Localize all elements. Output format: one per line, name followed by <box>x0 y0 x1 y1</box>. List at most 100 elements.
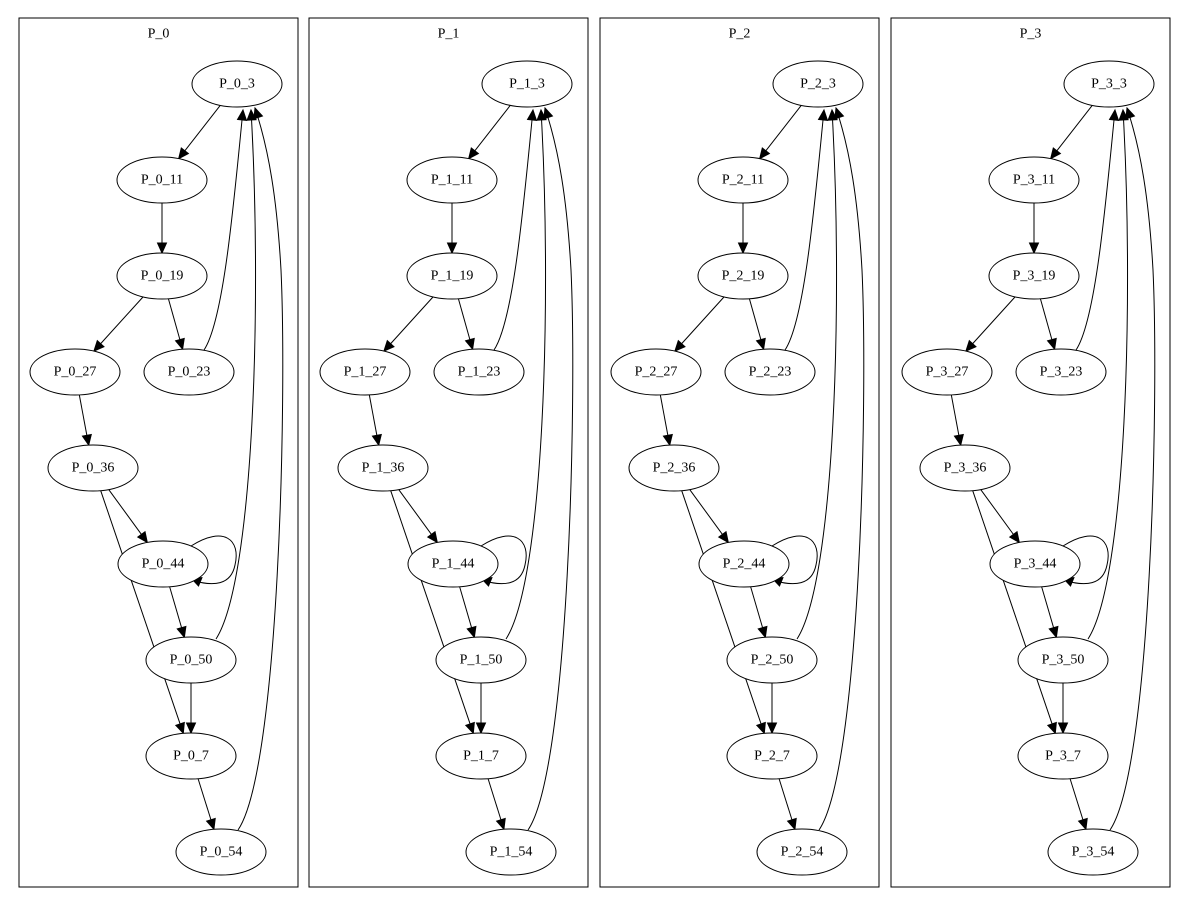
graph-node: P_1_50 <box>435 636 527 684</box>
node-ellipse <box>988 252 1080 300</box>
edge-arrowhead <box>834 106 845 120</box>
node-label: P_1_3 <box>509 77 545 92</box>
cluster-title: P_3 <box>1020 27 1042 42</box>
graph-node: P_1_54 <box>465 828 557 876</box>
edge <box>1075 108 1120 351</box>
edge-line <box>203 109 244 351</box>
node-label: P_2_50 <box>751 653 794 668</box>
edge-arrowhead <box>156 242 168 255</box>
node-ellipse <box>726 636 818 684</box>
edge <box>467 105 511 160</box>
graph-node: P_0_7 <box>145 732 237 780</box>
graph-node: P_1_44 <box>407 540 499 588</box>
node-label: P_0_27 <box>54 365 97 380</box>
node-ellipse <box>407 540 499 588</box>
edge-arrowhead <box>495 817 506 831</box>
node-label: P_1_44 <box>432 557 475 572</box>
graph-node: P_2_3 <box>772 60 864 108</box>
node-ellipse <box>1017 732 1109 780</box>
graph-node: P_2_36 <box>628 444 720 492</box>
edge-arrowhead <box>464 721 475 735</box>
node-label: P_2_54 <box>781 845 824 860</box>
cluster-title: P_1 <box>438 27 460 42</box>
graph-node: P_2_11 <box>697 156 789 204</box>
node-label: P_0_11 <box>141 173 183 188</box>
node-ellipse <box>465 828 557 876</box>
edge-arrowhead <box>1046 337 1057 351</box>
graph-node: P_3_44 <box>989 540 1081 588</box>
node-ellipse <box>1047 828 1139 876</box>
edge <box>1069 778 1088 831</box>
node-label: P_2_3 <box>800 77 836 92</box>
edge <box>758 105 802 160</box>
node-label: P_2_7 <box>754 749 790 764</box>
edge-line <box>398 489 438 543</box>
edge <box>1041 586 1059 639</box>
node-ellipse <box>1015 348 1107 396</box>
graph-node: P_0_36 <box>47 444 139 492</box>
edge-arrowhead <box>383 339 395 353</box>
edge <box>659 394 673 447</box>
edge-arrowhead <box>236 108 248 121</box>
graph-node: P_3_19 <box>988 252 1080 300</box>
edge-arrowhead <box>446 242 458 255</box>
edge <box>167 298 185 351</box>
edge-line <box>681 490 765 734</box>
graph-node: P_1_36 <box>337 444 429 492</box>
edge-line <box>759 105 802 159</box>
edge <box>1049 105 1093 160</box>
node-ellipse <box>697 156 789 204</box>
node-ellipse <box>116 252 208 300</box>
edges <box>78 105 284 831</box>
edge-arrowhead <box>466 625 477 639</box>
edge <box>1028 203 1040 255</box>
graph-node: P_1_19 <box>406 252 498 300</box>
node-ellipse <box>726 732 818 780</box>
cluster-title: P_2 <box>729 27 751 42</box>
node-ellipse <box>724 348 816 396</box>
edge-arrowhead <box>177 147 190 160</box>
node-label: P_3_50 <box>1042 653 1085 668</box>
edge-arrowhead <box>1046 721 1057 735</box>
node-ellipse <box>116 156 208 204</box>
graph-node: P_2_50 <box>726 636 818 684</box>
node-label: P_0_50 <box>170 653 213 668</box>
edge <box>748 298 766 351</box>
edge <box>459 586 477 639</box>
edge-line <box>100 490 184 734</box>
node-ellipse <box>406 156 498 204</box>
edge-arrowhead <box>1077 817 1088 831</box>
node-label: P_3_27 <box>926 365 969 380</box>
edge-arrowhead <box>1028 242 1040 255</box>
node-label: P_3_7 <box>1045 749 1081 764</box>
graph-node: P_2_27 <box>610 348 702 396</box>
edge-line <box>480 535 527 585</box>
graph-node: P_1_11 <box>406 156 498 204</box>
edge-line <box>980 489 1020 543</box>
graph-node: P_1_7 <box>435 732 527 780</box>
edge-arrowhead <box>1049 147 1062 160</box>
edge-line <box>1075 109 1116 351</box>
edge <box>398 489 439 544</box>
node-ellipse <box>29 348 121 396</box>
edge-line <box>383 296 434 352</box>
graph-node: P_3_36 <box>919 444 1011 492</box>
edge-arrowhead <box>1057 722 1069 735</box>
edge-arrowhead <box>464 337 475 351</box>
edge <box>78 394 92 447</box>
node-ellipse <box>191 60 283 108</box>
edge-line <box>1062 535 1109 585</box>
edge-arrowhead <box>755 721 766 735</box>
edge <box>1039 298 1057 351</box>
edge <box>750 586 768 639</box>
edge-line <box>689 489 729 543</box>
node-label: P_0_3 <box>219 77 255 92</box>
edge <box>203 108 248 351</box>
graph-node: P_3_3 <box>1063 60 1155 108</box>
graph-node: P_2_7 <box>726 732 818 780</box>
node-label: P_2_23 <box>749 365 792 380</box>
